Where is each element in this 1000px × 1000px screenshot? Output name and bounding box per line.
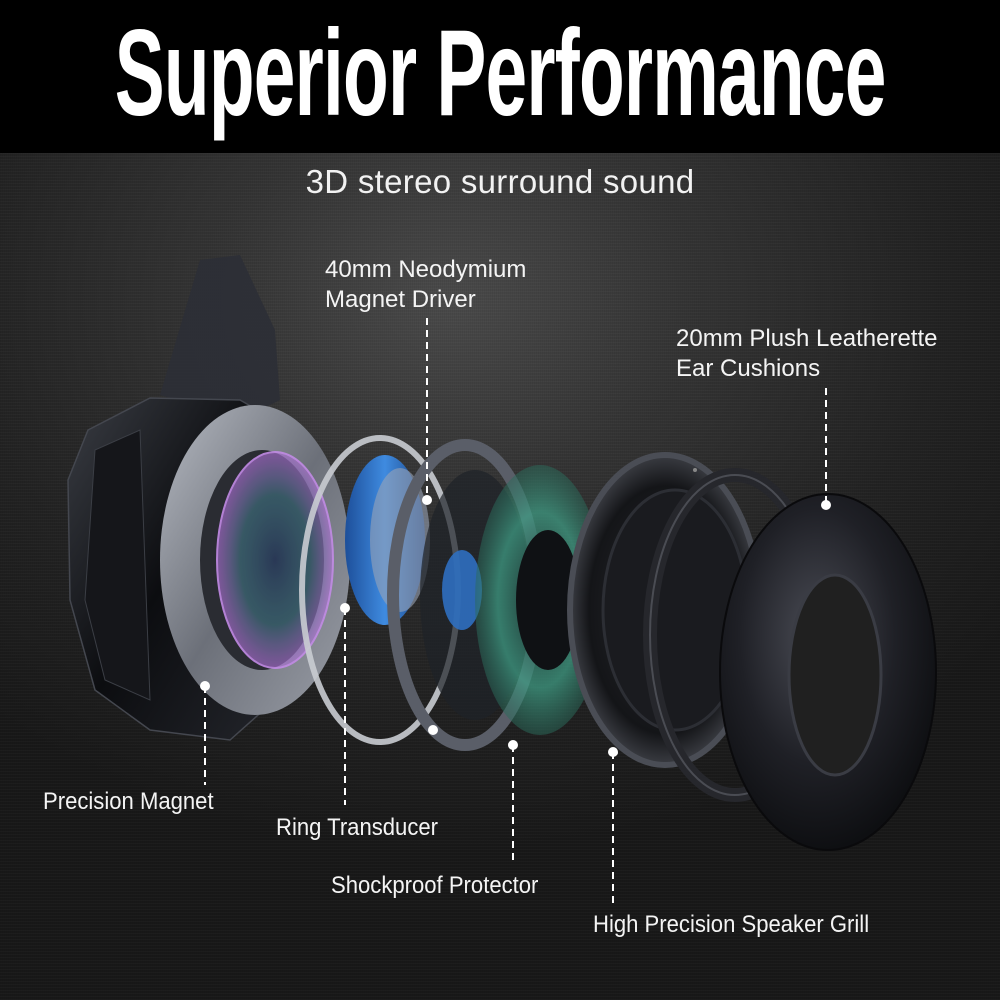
precision-magnet-component bbox=[160, 405, 350, 715]
header-band: Superior Performance bbox=[0, 0, 1000, 153]
callout-label-line1: 20mm Plush Leatherette bbox=[676, 325, 938, 352]
page-title: Superior Performance bbox=[114, 4, 887, 142]
callout-dot-ring-transducer bbox=[340, 603, 350, 613]
callout-label-ring-transducer: Ring Transducer bbox=[276, 813, 438, 843]
callout-dot-driver bbox=[422, 495, 432, 505]
callout-label-shockproof: Shockproof Protector bbox=[331, 871, 538, 901]
decorative-dot bbox=[428, 725, 438, 735]
shockproof-protector-component bbox=[475, 465, 605, 735]
callout-label-precision-magnet: Precision Magnet bbox=[43, 787, 214, 817]
callout-label-line1: 40mm Neodymium bbox=[325, 256, 527, 283]
callout-dot-speaker-grill bbox=[608, 747, 618, 757]
callout-label-line2: Magnet Driver bbox=[325, 286, 476, 313]
callout-label-line1: High Precision Speaker Grill bbox=[593, 911, 870, 938]
speaker-grill-component bbox=[567, 452, 763, 768]
callout-label-line2: Ear Cushions bbox=[676, 355, 821, 382]
subtitle: 3D stereo surround sound bbox=[305, 163, 695, 200]
callout-label-line1: Ring Transducer bbox=[276, 814, 439, 841]
ear-cushion-component bbox=[719, 493, 937, 851]
leader-lines bbox=[200, 318, 831, 905]
callout-dot-shockproof bbox=[508, 740, 518, 750]
callout-label-speaker-grill: High Precision Speaker Grill bbox=[593, 910, 869, 940]
callout-label-line1: Precision Magnet bbox=[43, 788, 214, 815]
callout-dot-cushions bbox=[821, 500, 831, 510]
callout-dot-precision-magnet bbox=[200, 681, 210, 691]
callout-label-line1: Shockproof Protector bbox=[331, 872, 539, 899]
